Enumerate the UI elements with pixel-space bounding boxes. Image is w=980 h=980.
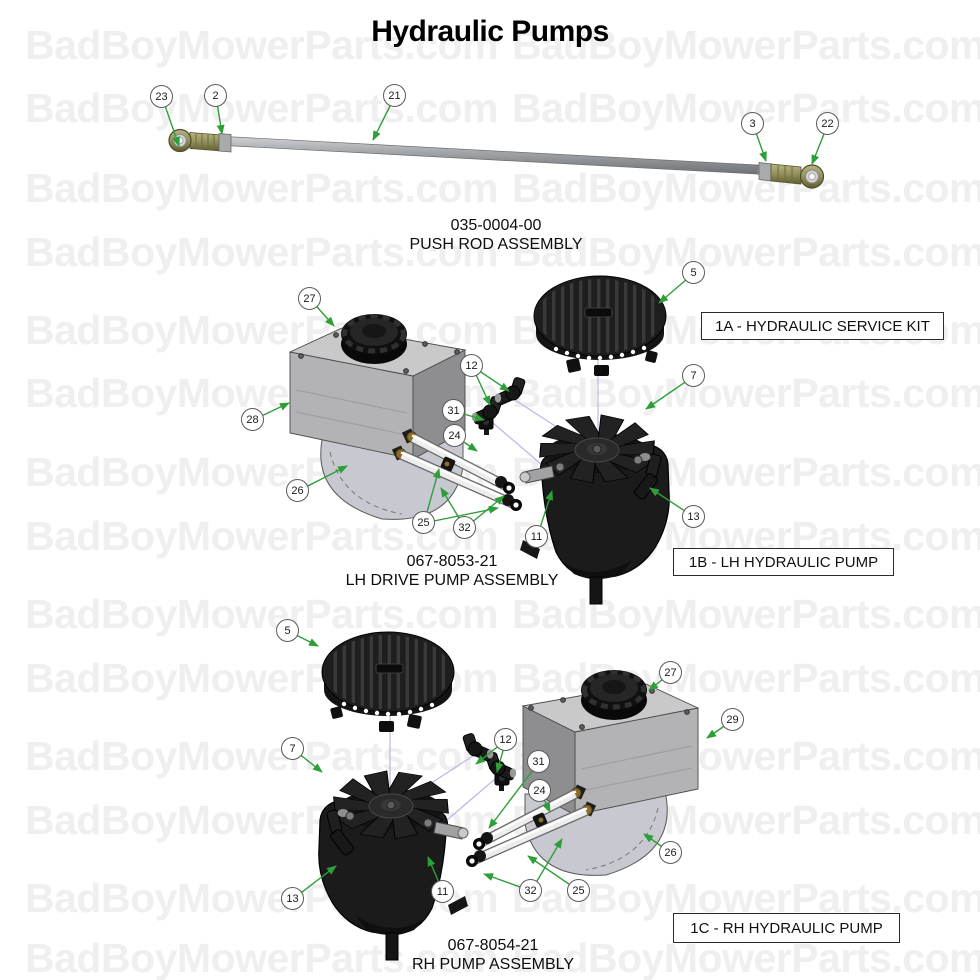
callout-11-lh: 11 (525, 525, 548, 548)
watermark-text: BadBoyMowerParts.com (25, 165, 499, 211)
callout-13-rh: 13 (281, 887, 304, 910)
callout-27-rh: 27 (659, 661, 682, 684)
push-rod-part-number: 035-0004-00 (450, 217, 542, 234)
watermark-text: BadBoyMowerParts.com (512, 229, 980, 275)
callout-12-lh: 12 (460, 354, 483, 377)
watermark-text: BadBoyMowerParts.com (25, 85, 499, 131)
rh-pump-part-name: RH PUMP ASSEMBLY (411, 956, 575, 974)
callout-32-lh: 32 (453, 516, 476, 539)
callout-32-rh: 32 (519, 879, 542, 902)
callout-7-rh: 7 (281, 737, 304, 760)
callout-11-rh: 11 (431, 880, 454, 903)
callout-3: 3 (741, 112, 764, 135)
push-rod-drawing (168, 128, 825, 189)
callout-31-lh: 31 (442, 399, 465, 422)
push-rod-label: 035-0004-00 PUSH ROD ASSEMBLY (336, 216, 656, 254)
callout-5-lh: 5 (682, 261, 705, 284)
lh-pump-part-number: 067-8053-21 (406, 553, 498, 570)
push-rod-part-name: PUSH ROD ASSEMBLY (409, 236, 583, 254)
callout-26-lh: 26 (286, 479, 309, 502)
callout-31-rh: 31 (527, 750, 550, 773)
callout-23: 23 (150, 85, 173, 108)
callout-5-rh: 5 (276, 619, 299, 642)
watermark-text: BadBoyMowerParts.com (512, 875, 980, 921)
rh-pump-label: 067-8054-21 RH PUMP ASSEMBLY (333, 936, 653, 974)
rh-hydraulic-pump-label-box: 1C - RH HYDRAULIC PUMP (673, 913, 900, 943)
service-kit-label-box: 1A - HYDRAULIC SERVICE KIT (701, 312, 944, 340)
callout-13-lh: 13 (682, 505, 705, 528)
callout-25-lh: 25 (412, 511, 435, 534)
callout-7-lh: 7 (682, 364, 705, 387)
watermark-text: BadBoyMowerParts.com (25, 733, 499, 779)
lh-pump-part-name: LH DRIVE PUMP ASSEMBLY (345, 572, 559, 590)
watermark-text: BadBoyMowerParts.com (25, 935, 499, 980)
lh-hydraulic-pump-label-box: 1B - LH HYDRAULIC PUMP (673, 548, 894, 576)
watermark-text: BadBoyMowerParts.com (512, 165, 980, 211)
callout-24-lh: 24 (443, 424, 466, 447)
page-title: Hydraulic Pumps (371, 15, 609, 48)
rh-pump-drawing (319, 632, 698, 960)
watermark-text: BadBoyMowerParts.com (25, 229, 499, 275)
watermark-text: BadBoyMowerParts.com (512, 935, 980, 980)
callout-21: 21 (383, 84, 406, 107)
watermark-text: BadBoyMowerParts.com (512, 22, 980, 68)
callout-25-rh: 25 (567, 879, 590, 902)
watermark-text: BadBoyMowerParts.com (512, 370, 980, 416)
rh-pump-part-number: 067-8054-21 (447, 937, 539, 954)
callout-26-rh: 26 (659, 841, 682, 864)
callout-22: 22 (816, 112, 839, 135)
watermark-text: BadBoyMowerParts.com (25, 22, 499, 68)
callout-27-lh: 27 (298, 287, 321, 310)
callout-12-rh: 12 (494, 728, 517, 751)
watermark-text: BadBoyMowerParts.com (25, 591, 499, 637)
callout-29: 29 (721, 708, 744, 731)
callout-28: 28 (241, 408, 264, 431)
callout-2: 2 (204, 84, 227, 107)
lh-pump-label: 067-8053-21 LH DRIVE PUMP ASSEMBLY (292, 552, 612, 590)
callout-24-rh: 24 (528, 779, 551, 802)
